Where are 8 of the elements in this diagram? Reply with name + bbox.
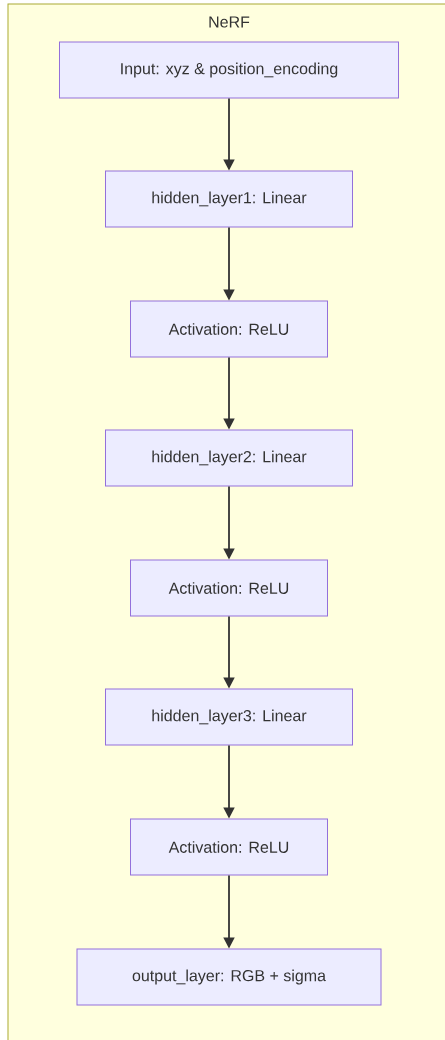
process-box: Activation: ReLU (130, 300, 328, 358)
process-box: hidden_layer3: Linear (105, 688, 353, 746)
process-box: Input: xyz & position_encoding (59, 41, 399, 99)
process-box: output_layer: RGB + sigma (76, 948, 382, 1006)
process-box: hidden_layer2: Linear (105, 429, 353, 487)
process-box: Activation: ReLU (130, 818, 328, 876)
process-box: hidden_layer1: Linear (105, 170, 353, 228)
process-box: Activation: ReLU (130, 559, 328, 617)
